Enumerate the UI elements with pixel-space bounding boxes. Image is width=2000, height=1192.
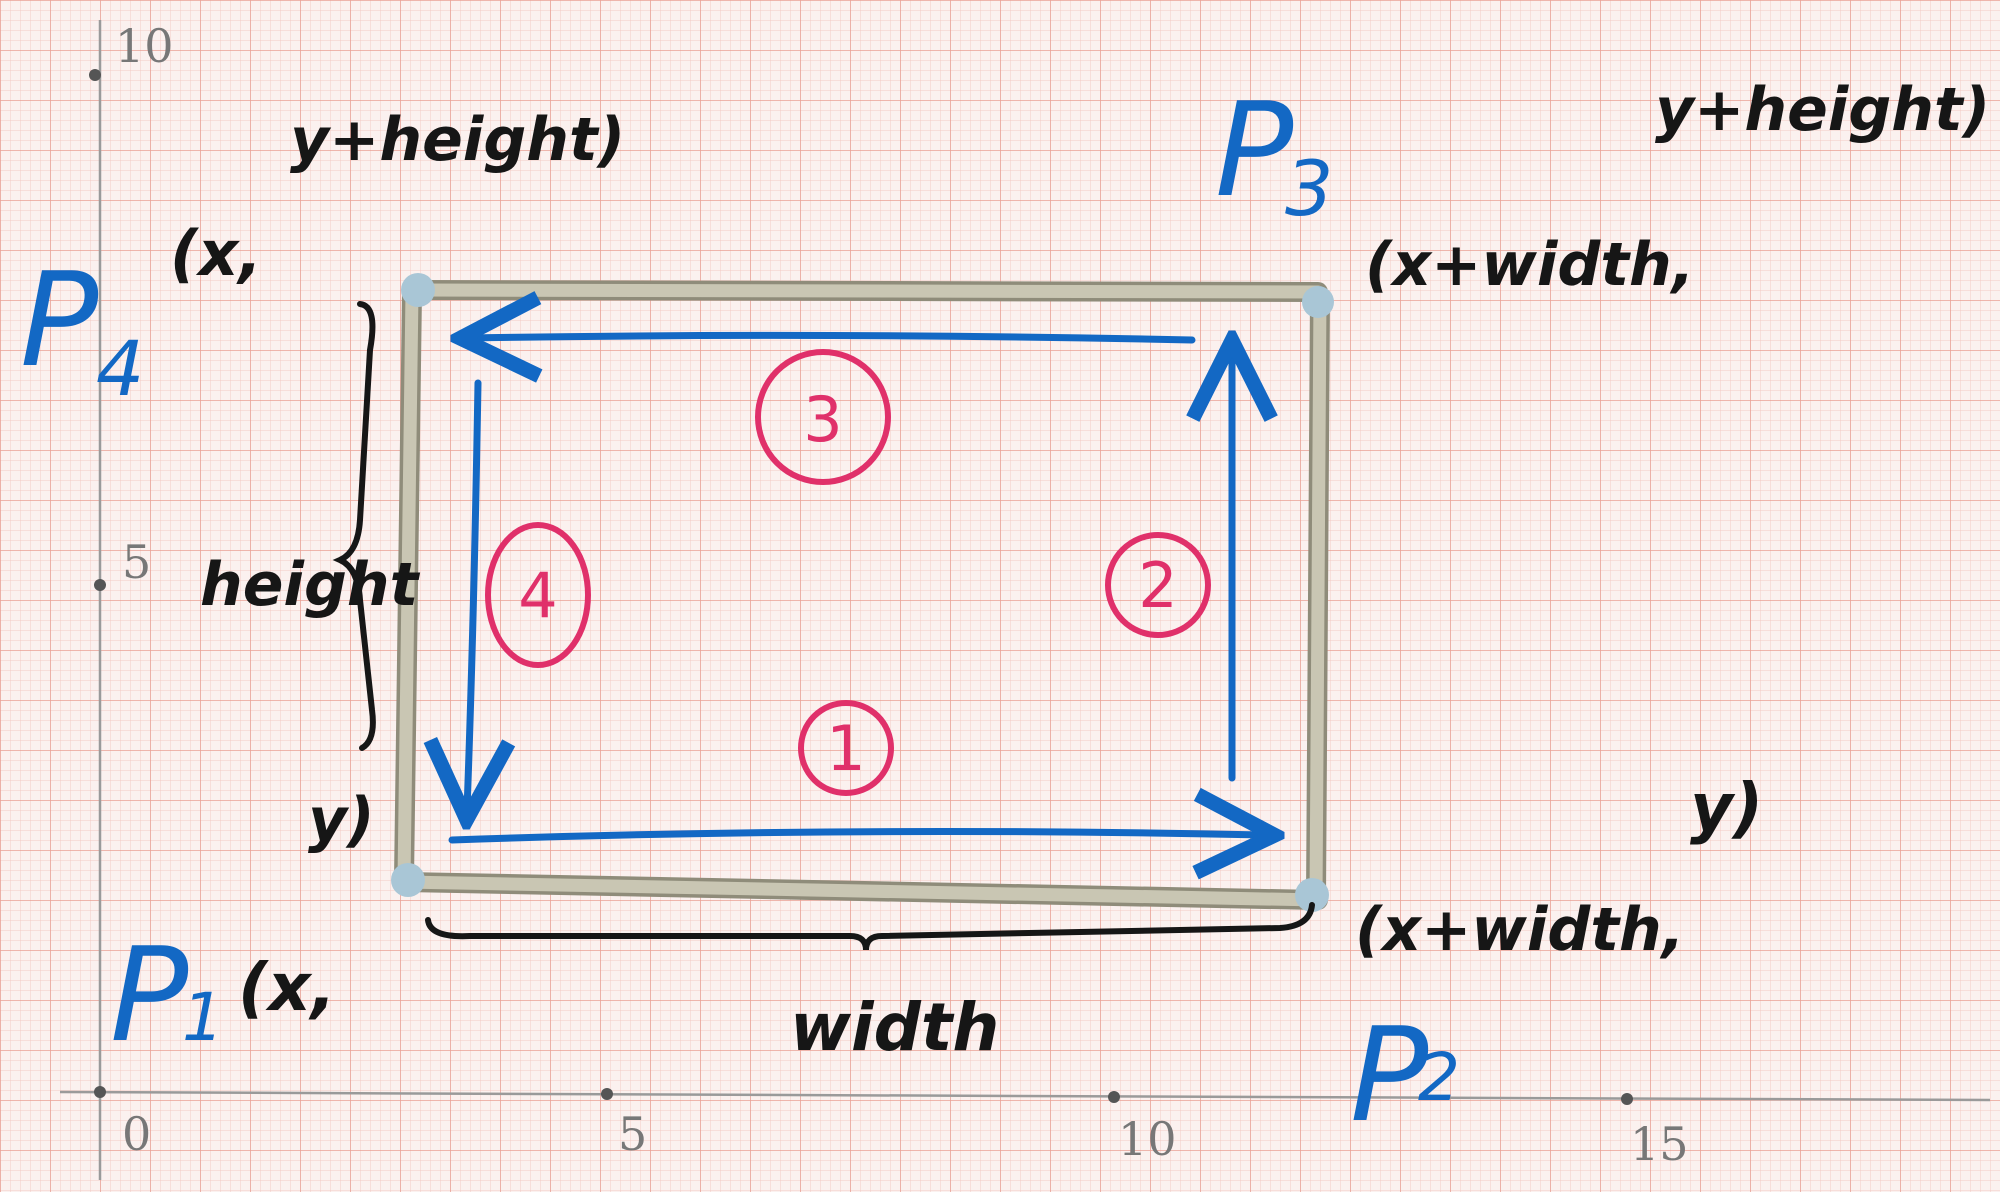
p2-coordinate-x: (x+width, xyxy=(1355,895,1685,965)
height-label: height xyxy=(200,550,421,620)
p1-letter: P xyxy=(110,919,189,1071)
step-2-label: 2 xyxy=(1138,549,1177,622)
p3-coordinate-x: (x+width, xyxy=(1365,230,1695,300)
stick-rectangle xyxy=(394,280,1330,910)
p2-coordinate-y: y) xyxy=(1690,769,1763,846)
p1-coordinate-y: y) xyxy=(308,785,375,855)
step-3-marker: 3 xyxy=(755,349,891,485)
origin-dot xyxy=(94,1086,106,1098)
width-label: width xyxy=(790,989,999,1066)
x-tick-dot-10 xyxy=(1108,1091,1120,1103)
p4-letter: P xyxy=(20,244,99,396)
x-tick-5: 5 xyxy=(618,1107,647,1161)
arrow-edge-3 xyxy=(470,335,1196,340)
corner-knot-p2 xyxy=(1295,878,1329,912)
p3-letter: P xyxy=(1215,74,1294,226)
point-p1-label: P 1 xyxy=(110,919,224,1071)
x-tick-10: 10 xyxy=(1118,1112,1177,1166)
x-tick-dot-5 xyxy=(601,1088,613,1100)
corner-knot-p4 xyxy=(401,273,435,307)
step-3-label: 3 xyxy=(803,383,842,456)
point-p3-label: P 3 xyxy=(1215,74,1333,233)
point-p2-label: P 2 xyxy=(1350,999,1460,1151)
p4-coordinate-y: y+height) xyxy=(290,105,625,175)
corner-knot-p3 xyxy=(1302,286,1334,318)
x-tick-15: 15 xyxy=(1630,1117,1689,1171)
x-tick-dot-15 xyxy=(1621,1093,1633,1105)
p3-subscript: 3 xyxy=(1285,144,1333,233)
x-tick-0: 0 xyxy=(122,1107,151,1161)
step-1-label: 1 xyxy=(826,712,865,785)
point-p4-label: P 4 xyxy=(20,244,144,413)
p3-coordinate-y: y+height) xyxy=(1655,75,1990,145)
y-tick-dot-5 xyxy=(94,579,106,591)
p2-subscript: 2 xyxy=(1418,1039,1460,1116)
arrow-edge-4 xyxy=(467,379,478,810)
y-tick-dot-10 xyxy=(89,69,101,81)
step-1-marker: 1 xyxy=(798,700,894,796)
p1-coordinate-x: (x, xyxy=(238,949,336,1026)
p4-coordinate-x: (x, xyxy=(170,217,262,290)
p2-letter: P xyxy=(1350,999,1429,1151)
y-tick-10: 10 xyxy=(115,19,174,73)
step-4-marker: 4 xyxy=(485,522,591,668)
p1-subscript: 1 xyxy=(182,979,224,1056)
width-brace xyxy=(425,902,1315,951)
p4-subscript: 4 xyxy=(96,324,144,413)
step-2-marker: 2 xyxy=(1105,532,1211,638)
x-axis xyxy=(59,1090,1991,1102)
step-4-label: 4 xyxy=(518,559,557,632)
arrow-edge-1 xyxy=(448,831,1265,840)
y-tick-5: 5 xyxy=(122,535,151,589)
height-brace xyxy=(332,301,376,751)
corner-knot-p1 xyxy=(391,863,425,897)
